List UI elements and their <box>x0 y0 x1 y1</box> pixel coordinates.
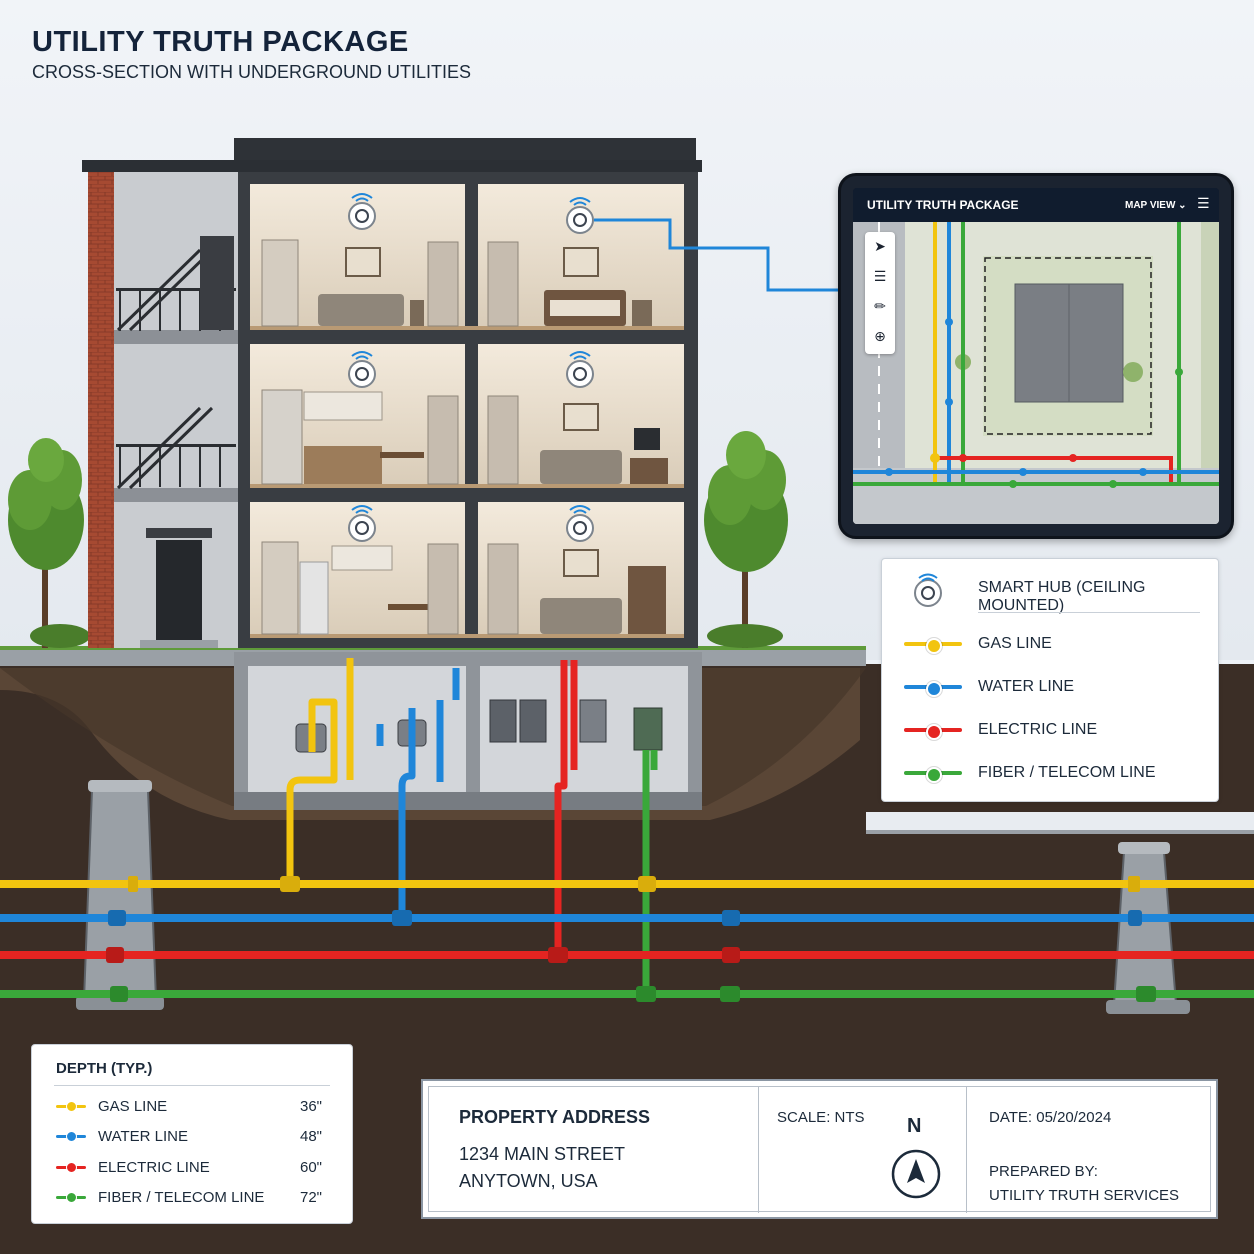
page-subtitle: CROSS-SECTION WITH UNDERGROUND UTILITIES <box>32 62 472 82</box>
address-line-2: ANYTOWN, USA <box>459 1171 598 1191</box>
utility-legend: SMART HUB (CEILING MOUNTED) GAS LINE WAT… <box>881 558 1219 802</box>
legend-label: GAS LINE <box>978 635 1052 652</box>
legend-item-fiber: FIBER / TELECOM LINE <box>882 758 1220 788</box>
date-label: DATE: 05/20/2024 <box>989 1109 1112 1126</box>
layers-icon[interactable]: ☰ <box>873 269 887 285</box>
site-map <box>853 222 1219 524</box>
legend-item-electric: ELECTRIC LINE <box>882 715 1220 745</box>
fiber-line-swatch <box>56 1192 86 1203</box>
depth-value: 36" <box>300 1098 323 1115</box>
title-block-divider <box>758 1087 759 1213</box>
scale-label: SCALE: NTS <box>777 1109 865 1126</box>
depth-row-electric: ELECTRIC LINE 60" <box>32 1156 354 1180</box>
depth-label: ELECTRIC LINE <box>98 1159 210 1176</box>
gas-line-swatch <box>56 1101 86 1112</box>
service-risers <box>286 658 658 994</box>
depth-row-gas: GAS LINE 36" <box>32 1095 354 1119</box>
depth-label: GAS LINE <box>98 1098 168 1115</box>
prepared-label: PREPARED BY: <box>989 1163 1098 1180</box>
depth-value: 60" <box>300 1159 323 1176</box>
depth-divider <box>54 1085 330 1086</box>
legend-item-smart-hub: SMART HUB (CEILING MOUNTED) <box>882 573 1220 614</box>
prepared-by: UTILITY TRUTH SERVICES <box>989 1187 1180 1204</box>
depth-row-water: WATER LINE 48" <box>32 1125 354 1149</box>
smart-hub-icon <box>914 573 942 607</box>
legend-item-gas: GAS LINE <box>882 629 1220 659</box>
north-label: N <box>907 1115 922 1137</box>
title-block: PROPERTY ADDRESS 1234 MAIN STREET ANYTOW… <box>421 1079 1218 1219</box>
hub-data-link <box>594 218 838 292</box>
legend-divider <box>978 612 1200 613</box>
tree-left <box>8 438 84 648</box>
legend-item-water: WATER LINE <box>882 672 1220 702</box>
map-view-dropdown[interactable]: MAP VIEW ⌄ <box>1125 200 1187 211</box>
pointer-icon[interactable]: ➤ <box>874 239 886 255</box>
legend-label: FIBER / TELECOM LINE <box>978 764 1156 781</box>
legend-label: WATER LINE <box>978 678 1075 695</box>
tablet-header: UTILITY TRUTH PACKAGE MAP VIEW ⌄ ☰ <box>853 188 1219 222</box>
crosshair-icon[interactable]: ⊕ <box>874 329 886 345</box>
water-line-swatch <box>904 681 962 697</box>
depth-label: WATER LINE <box>98 1128 189 1145</box>
depth-value: 48" <box>300 1128 323 1145</box>
title-block-divider <box>966 1087 967 1213</box>
gas-line-swatch <box>904 638 962 654</box>
basement <box>234 652 702 810</box>
legend-label: SMART HUB (CEILING MOUNTED) <box>978 579 1146 614</box>
depth-title: DEPTH (TYP.) <box>56 1060 153 1077</box>
legend-label: ELECTRIC LINE <box>978 721 1098 738</box>
depth-row-fiber: FIBER / TELECOM LINE 72" <box>32 1186 354 1210</box>
underground-mains <box>0 876 1254 1002</box>
ruler-icon[interactable]: ✏ <box>874 299 886 315</box>
building-cross-section <box>82 138 702 648</box>
address-label: PROPERTY ADDRESS <box>459 1107 651 1127</box>
depth-table: DEPTH (TYP.) GAS LINE 36" WATER LINE 48"… <box>31 1044 353 1224</box>
title-block-inner: PROPERTY ADDRESS 1234 MAIN STREET ANYTOW… <box>428 1086 1211 1213</box>
tablet-map-view: UTILITY TRUTH PACKAGE MAP VIEW ⌄ ☰ <box>838 173 1234 539</box>
north-arrow-icon <box>891 1149 941 1199</box>
tablet-screen: UTILITY TRUTH PACKAGE MAP VIEW ⌄ ☰ <box>853 188 1219 524</box>
page-title: UTILITY TRUTH PACKAGE <box>32 26 409 58</box>
electric-line-swatch <box>904 724 962 740</box>
fiber-line-swatch <box>904 767 962 783</box>
map-toolbar: ➤ ☰ ✏ ⊕ <box>865 232 895 354</box>
menu-icon[interactable]: ☰ <box>1197 196 1210 212</box>
manhole-left <box>76 780 164 1010</box>
depth-value: 72" <box>300 1189 323 1206</box>
address-line-1: 1234 MAIN STREET <box>459 1144 626 1164</box>
tablet-title: UTILITY TRUTH PACKAGE <box>867 198 1019 212</box>
legend-ledge <box>866 812 1254 832</box>
smart-hub-markers <box>348 193 594 542</box>
electric-line-swatch <box>56 1162 86 1173</box>
depth-label: FIBER / TELECOM LINE <box>98 1189 265 1206</box>
tree-right <box>704 431 788 648</box>
water-line-swatch <box>56 1131 86 1142</box>
